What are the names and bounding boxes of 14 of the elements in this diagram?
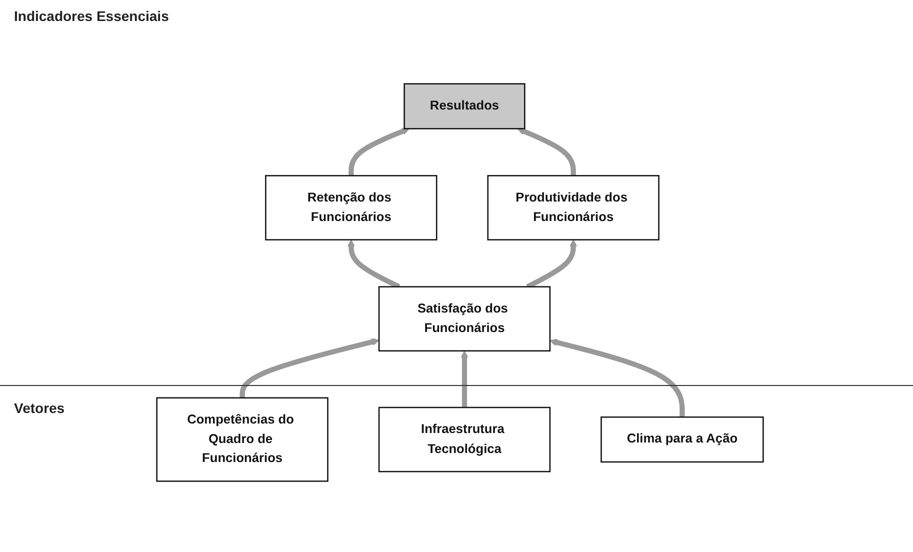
node-box: Infraestrutura Tecnológica bbox=[378, 406, 551, 472]
node-box: Clima para a Ação bbox=[600, 416, 764, 463]
node-box: Competências do Quadro de Funcionários bbox=[156, 397, 328, 482]
arrow bbox=[550, 338, 685, 418]
arrow bbox=[240, 338, 380, 398]
node-box: Satisfação dos Funcionários bbox=[378, 286, 551, 352]
node-box: Produtividade dos Funcionários bbox=[487, 175, 660, 240]
arrow bbox=[460, 350, 468, 408]
arrow bbox=[348, 128, 410, 176]
section-heading: Vetores bbox=[14, 400, 65, 416]
section-heading: Indicadores Essenciais bbox=[14, 8, 169, 24]
node-box: Resultados bbox=[404, 83, 526, 130]
arrow bbox=[517, 128, 576, 176]
node-box: Retenção dos Funcionários bbox=[265, 175, 438, 240]
